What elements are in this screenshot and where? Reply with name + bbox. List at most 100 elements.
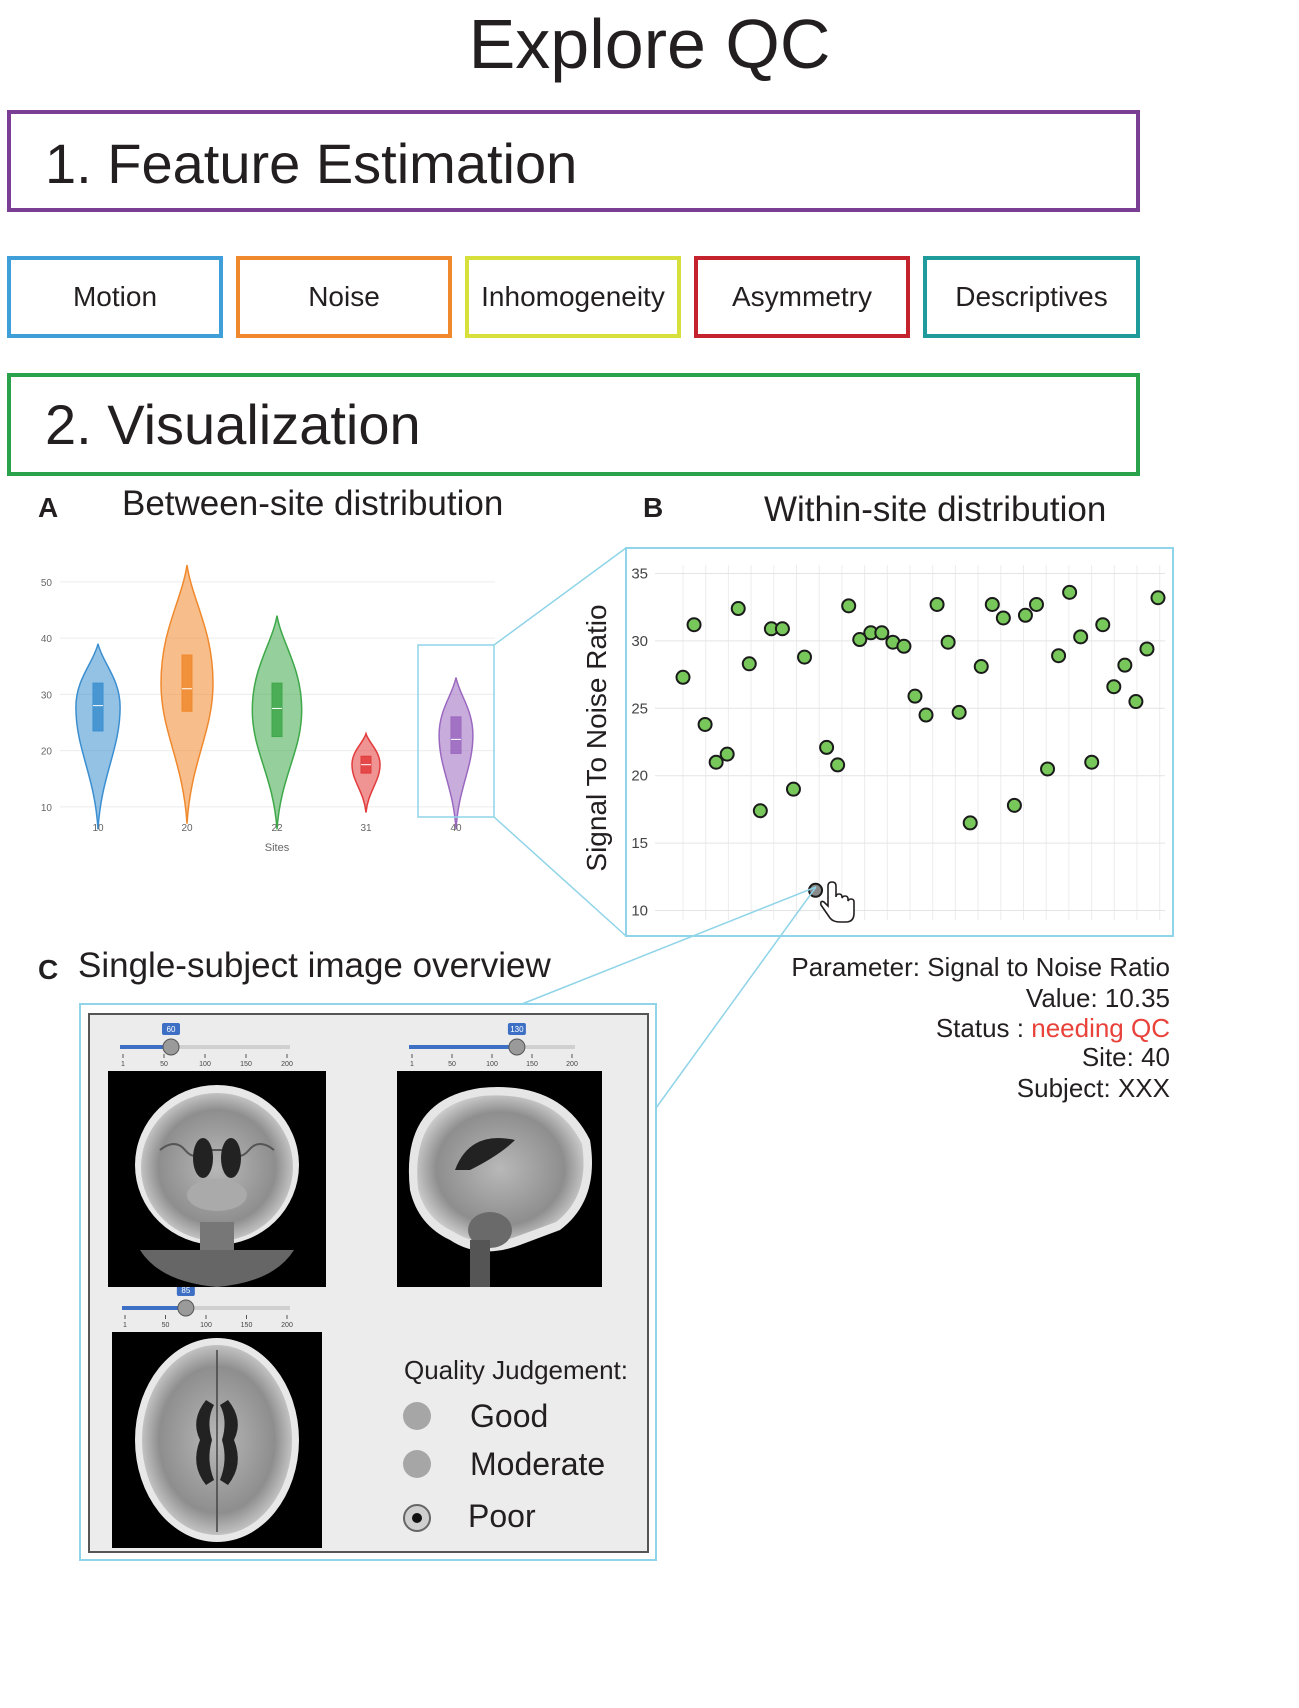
scatter-point (820, 741, 833, 754)
scatter-y-tick-label: 10 (631, 903, 648, 920)
scatter-point (732, 602, 745, 615)
scatter-point (776, 622, 789, 635)
slider-tick-label: 100 (486, 1061, 498, 1068)
slider-handle[interactable] (178, 1300, 194, 1316)
info-parameter: Parameter: Signal to Noise Ratio (791, 952, 1170, 983)
violin-x-tick-label: 40 (450, 823, 462, 834)
scatter-y-tick-label: 30 (631, 633, 648, 650)
scatter-point (1030, 598, 1043, 611)
scatter-point (875, 626, 888, 639)
info-site: Site: 40 (1082, 1042, 1170, 1073)
scatter-point (953, 706, 966, 719)
slider-tick-label: 150 (241, 1322, 253, 1329)
radio-poor-dot (412, 1513, 422, 1523)
scatter-point (1152, 591, 1165, 604)
violin-box-site-22 (272, 683, 282, 736)
scatter-point (688, 618, 701, 631)
scatter-point (1041, 762, 1054, 775)
scatter-point (931, 598, 944, 611)
radio-good[interactable] (403, 1402, 431, 1430)
scatter-point (1140, 642, 1153, 655)
slider-value-label: 60 (167, 1025, 176, 1034)
slider-tick-label: 200 (566, 1061, 578, 1068)
scatter-y-tick-label: 15 (631, 835, 648, 852)
axial-mri-view (112, 1332, 322, 1548)
scatter-point (1107, 680, 1120, 693)
slider-tick-label: 100 (200, 1322, 212, 1329)
slider-value-label: 130 (510, 1025, 524, 1034)
violin-y-tick-label: 30 (41, 690, 53, 701)
slider-value-label: 85 (181, 1286, 190, 1295)
quality-judgement-label: Quality Judgement: (404, 1355, 628, 1386)
scatter-point (721, 748, 734, 761)
radio-moderate[interactable] (403, 1450, 431, 1478)
scatter-point (699, 718, 712, 731)
scatter-point (1085, 756, 1098, 769)
violin-x-axis-label: Sites (265, 842, 290, 854)
slider-tick-label: 1 (123, 1322, 127, 1329)
info-status-prefix: Status : (936, 1013, 1031, 1043)
scatter-point (787, 783, 800, 796)
scatter-point (1063, 586, 1076, 599)
info-status: Status : needing QC (936, 1013, 1170, 1044)
violin-x-tick-label: 20 (181, 823, 193, 834)
radio-poor[interactable] (403, 1504, 431, 1532)
violin-y-tick-label: 50 (41, 578, 53, 589)
scatter-point (942, 636, 955, 649)
scatter-point (743, 657, 756, 670)
scatter-point (908, 690, 921, 703)
violin-x-tick-label: 22 (271, 823, 283, 834)
scatter-y-axis-label: Signal To Noise Ratio (581, 604, 612, 871)
scatter-point (1118, 659, 1131, 672)
violin-box-site-40 (451, 717, 461, 754)
violin-y-tick-label: 10 (41, 803, 53, 814)
info-value: Value: 10.35 (1026, 983, 1170, 1014)
violin-x-tick-label: 31 (360, 823, 372, 834)
sagittal-mri-view (397, 1071, 602, 1287)
violin-box-site-20 (182, 655, 192, 711)
scatter-point (1008, 799, 1021, 812)
slider-tick-label: 200 (281, 1061, 293, 1068)
scatter-point (842, 599, 855, 612)
scatter-point (986, 598, 999, 611)
slider-tick-label: 200 (281, 1322, 293, 1329)
scatter-point (964, 816, 977, 829)
scatter-point (997, 611, 1010, 624)
slider-handle[interactable] (163, 1039, 179, 1055)
scatter-y-tick-label: 25 (631, 700, 648, 717)
scatter-y-tick-label: 20 (631, 768, 648, 785)
slider-tick-label: 50 (162, 1322, 170, 1329)
scatter-point (1129, 695, 1142, 708)
violin-site-10 (76, 644, 120, 830)
slider-tick-label: 100 (199, 1061, 211, 1068)
scatter-point (677, 671, 690, 684)
info-subject: Subject: XXX (1017, 1073, 1170, 1104)
scatter-point (897, 640, 910, 653)
violin-x-tick-label: 10 (92, 823, 104, 834)
scatter-point (1052, 649, 1065, 662)
scatter-point (975, 660, 988, 673)
radio-moderate-label: Moderate (470, 1446, 605, 1483)
info-status-value: needing QC (1031, 1013, 1170, 1043)
scatter-point (1096, 618, 1109, 631)
slider-tick-label: 50 (448, 1061, 456, 1068)
violin-y-tick-label: 20 (41, 747, 53, 758)
violin-series: 10 20 22 31 40 (76, 565, 473, 834)
violin-box-site-10 (93, 683, 103, 731)
slider-tick-label: 150 (526, 1061, 538, 1068)
violin-y-tick-label: 40 (41, 634, 53, 645)
scatter-point (798, 651, 811, 664)
coronal-mri-view (108, 1071, 326, 1287)
slider-handle[interactable] (509, 1039, 525, 1055)
scatter-point (831, 758, 844, 771)
slider-tick-label: 1 (121, 1061, 125, 1068)
scatter-point (1019, 609, 1032, 622)
scatter-frame (626, 548, 1173, 936)
slider-tick-label: 1 (410, 1061, 414, 1068)
scatter-point (920, 709, 933, 722)
radio-poor-label: Poor (468, 1498, 536, 1535)
radio-good-label: Good (470, 1398, 548, 1435)
slider-tick-label: 150 (240, 1061, 252, 1068)
scatter-y-tick-label: 35 (631, 565, 648, 582)
